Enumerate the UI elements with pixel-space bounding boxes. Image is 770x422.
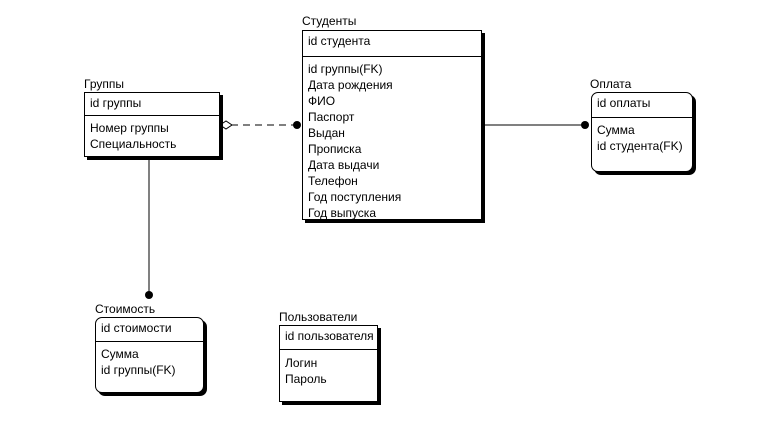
groups-entity[interactable]: id группы Номер группы Специальность: [84, 92, 220, 157]
payment-attributes: Сумма id студента(FK): [592, 118, 692, 154]
students-payment-dot: [581, 121, 589, 129]
groups-students-dot: [293, 121, 301, 129]
groups-attr: Специальность: [90, 137, 177, 151]
students-entity[interactable]: id студента id группы(FK) Дата рождения …: [302, 30, 482, 220]
users-attr: Пароль: [285, 372, 327, 386]
students-attr: Дата выдачи: [308, 158, 380, 172]
cost-attr: id группы(FK): [101, 363, 176, 377]
users-attr: Логин: [285, 356, 318, 370]
cost-attributes: Сумма id группы(FK): [96, 342, 203, 378]
students-attr: ФИО: [308, 94, 336, 108]
groups-attributes: Номер группы Специальность: [85, 116, 219, 152]
students-attr: id группы(FK): [308, 62, 383, 76]
payment-title: Оплата: [590, 77, 632, 91]
students-attr: Прописка: [308, 142, 362, 156]
groups-students-diamond: [219, 120, 233, 130]
users-title: Пользователи: [279, 310, 358, 324]
cost-title: Стоимость: [95, 302, 156, 316]
payment-attr: id студента(FK): [597, 139, 683, 153]
students-attr: Телефон: [308, 174, 358, 188]
students-attr: Год поступления: [308, 190, 402, 204]
students-pk: id студента: [303, 31, 481, 57]
cost-pk: id стоимости: [96, 318, 203, 342]
payment-entity[interactable]: id оплаты Сумма id студента(FK): [591, 92, 693, 172]
students-attr: Выдан: [308, 126, 345, 140]
students-attr: Паспорт: [308, 110, 355, 124]
cost-attr: Сумма: [101, 347, 139, 361]
users-attributes: Логин Пароль: [280, 350, 377, 387]
students-attr: Дата рождения: [308, 78, 393, 92]
users-entity[interactable]: id пользователя Логин Пароль: [279, 325, 378, 402]
groups-pk: id группы: [85, 93, 219, 116]
users-pk: id пользователя: [280, 326, 377, 350]
payment-pk: id оплаты: [592, 93, 692, 118]
students-attr: Год выпуска: [308, 206, 376, 220]
payment-attr: Сумма: [597, 123, 635, 137]
groups-title: Группы: [84, 77, 124, 91]
students-attributes: id группы(FK) Дата рождения ФИО Паспорт …: [303, 57, 481, 221]
cost-entity[interactable]: id стоимости Сумма id группы(FK): [95, 317, 204, 393]
groups-attr: Номер группы: [90, 121, 169, 135]
students-title: Студенты: [302, 14, 357, 28]
groups-cost-dot: [145, 291, 153, 299]
